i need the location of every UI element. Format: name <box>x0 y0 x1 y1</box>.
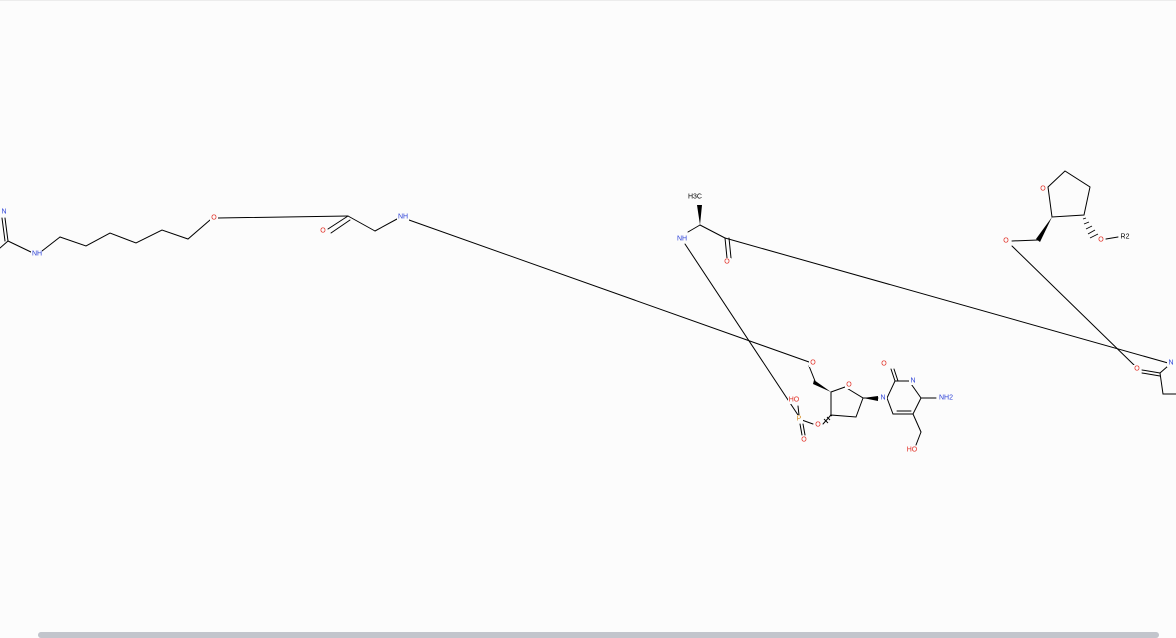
atom-o: O <box>724 259 730 266</box>
atom-p: P <box>797 416 802 423</box>
bond <box>724 237 728 259</box>
bond <box>1141 372 1161 377</box>
bond <box>684 243 799 416</box>
bond <box>1 217 6 242</box>
wedge-bond <box>813 380 831 392</box>
atom-r2: R2 <box>1121 234 1130 241</box>
atom-o: O <box>846 382 852 389</box>
bond <box>915 431 922 446</box>
atom-o: O <box>881 361 887 368</box>
wedge-bond <box>863 396 878 401</box>
bond <box>1141 369 1161 374</box>
stereo-bonds <box>697 205 1099 424</box>
bond <box>1159 372 1164 395</box>
atom-ho: HO <box>789 397 800 404</box>
bond <box>728 237 732 259</box>
bond <box>1159 365 1169 374</box>
bond <box>802 423 806 436</box>
bond <box>808 365 816 382</box>
wedge-bond <box>697 205 702 225</box>
atom-n: N <box>880 395 885 402</box>
atom-o: O <box>1098 237 1104 244</box>
bond <box>1011 239 1039 242</box>
bond <box>347 215 376 232</box>
atom-labels: N NH O O NH H3C NH O O O R2 O O <box>1 185 1175 454</box>
scrollbar-thumb[interactable] <box>38 632 1159 638</box>
bonds <box>0 170 1176 446</box>
bond <box>799 423 803 436</box>
hashed-bond <box>823 414 833 424</box>
atom-h3c: H3C <box>688 194 702 201</box>
bond <box>0 240 9 249</box>
bond <box>724 237 1169 364</box>
atom-nh: NH <box>32 251 42 258</box>
bond <box>327 215 349 230</box>
atom-o: O <box>1040 186 1046 193</box>
bond <box>1011 245 1135 366</box>
bond <box>912 413 922 433</box>
bond <box>699 224 726 239</box>
bond <box>822 414 832 425</box>
bond-chain <box>59 219 211 247</box>
atom-n: N <box>1 209 6 216</box>
atom-nh2: NH2 <box>939 395 953 402</box>
bond-ring <box>886 380 922 415</box>
atom-o: O <box>1134 366 1140 373</box>
bond <box>797 405 800 416</box>
bond-ring <box>1047 170 1091 218</box>
hashed-bond <box>1082 217 1099 239</box>
bond-ring <box>830 386 864 418</box>
atom-o: O <box>801 437 807 444</box>
bond <box>1105 236 1119 240</box>
atom-o: O <box>320 228 326 235</box>
bond <box>330 219 351 234</box>
bond <box>408 219 810 363</box>
atom-o: O <box>815 422 821 429</box>
bond <box>890 368 896 382</box>
bond <box>4 217 9 242</box>
atom-n: N <box>910 378 915 385</box>
bond <box>7 240 34 254</box>
bond <box>41 236 61 252</box>
bond <box>893 368 899 382</box>
atom-o: O <box>1003 238 1009 245</box>
atom-o: O <box>810 360 816 367</box>
atom-nh: NH <box>677 236 687 243</box>
atom-nh: NH <box>398 214 408 221</box>
atom-o: O <box>211 215 217 222</box>
bond <box>687 224 701 233</box>
bond <box>374 218 398 232</box>
horizontal-scrollbar[interactable] <box>38 632 1159 638</box>
atom-n: N <box>1168 360 1173 367</box>
bond <box>217 215 349 219</box>
atom-ho: HO <box>907 447 918 454</box>
wedge-bond <box>1036 217 1052 242</box>
